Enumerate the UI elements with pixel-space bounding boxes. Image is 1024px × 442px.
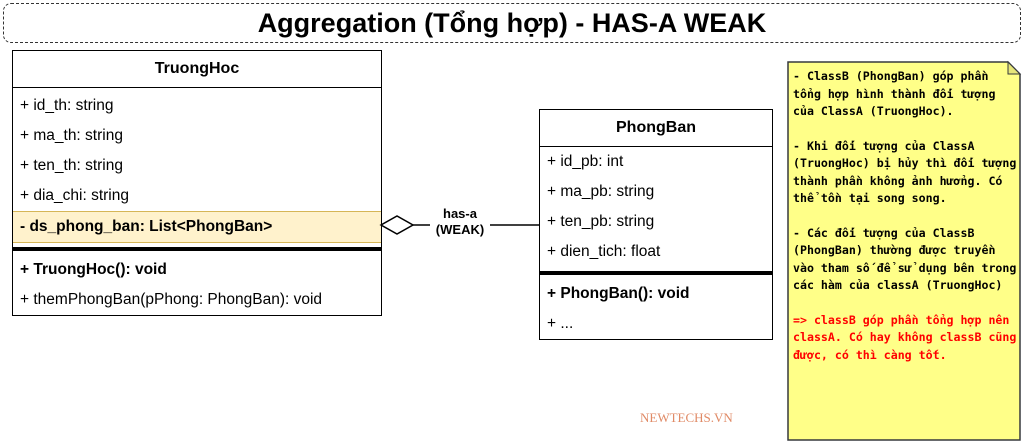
attribute: + id_th: string [20, 97, 114, 114]
class-truonghoc[interactable]: TruongHoc + id_th: string + ma_th: strin… [12, 50, 382, 316]
note-paragraph: - ClassB (PhongBan) góp phần tổng hợp hì… [793, 69, 996, 118]
note-conclusion: => classB góp phần tổng hợp nên classA. … [793, 312, 1017, 362]
aggregation-attribute: - ds_phong_ban: List<PhongBan> [13, 211, 381, 243]
class-name: PhongBan [540, 110, 772, 147]
attribute: + dia_chi: string [20, 187, 129, 204]
note: - ClassB (PhongBan) góp phần tổng hợp hì… [787, 62, 1020, 440]
attribute: + id_pb: int [547, 153, 624, 170]
method: + TruongHoc(): void [20, 261, 167, 278]
note-paragraph: - Các đối tượng của ClassB (PhongBan) th… [793, 225, 1017, 293]
note-paragraph: - Khi đối tượng của ClassA (TruongHoc) b… [793, 138, 1017, 206]
relation-label: has-a (WEAK) [430, 206, 490, 238]
watermark: NEWTECHS.VN [640, 410, 733, 425]
relation-label-line2: (WEAK) [435, 222, 485, 237]
method: + ... [547, 315, 574, 332]
method: + themPhongBan(pPhong: PhongBan): void [20, 291, 323, 308]
diagram-title: Aggregation (Tổng hợp) - HAS-A WEAK [3, 3, 1021, 43]
divider [540, 271, 772, 275]
method: + PhongBan(): void [547, 285, 690, 302]
attribute: + dien_tich: float [547, 243, 661, 260]
aggregation-diamond-icon [379, 215, 415, 235]
attribute: + ten_pb: string [547, 213, 655, 230]
note-fold-icon [1007, 60, 1022, 75]
attribute: + ma_pb: string [547, 183, 655, 200]
relation-label-line1: has-a [443, 206, 477, 221]
note-shape [787, 61, 1021, 441]
class-name: TruongHoc [13, 51, 381, 88]
class-phongban[interactable]: PhongBan + id_pb: int + ma_pb: string + … [539, 109, 773, 340]
divider [13, 247, 381, 251]
attribute: + ma_th: string [20, 127, 123, 144]
attribute: + ten_th: string [20, 157, 123, 174]
